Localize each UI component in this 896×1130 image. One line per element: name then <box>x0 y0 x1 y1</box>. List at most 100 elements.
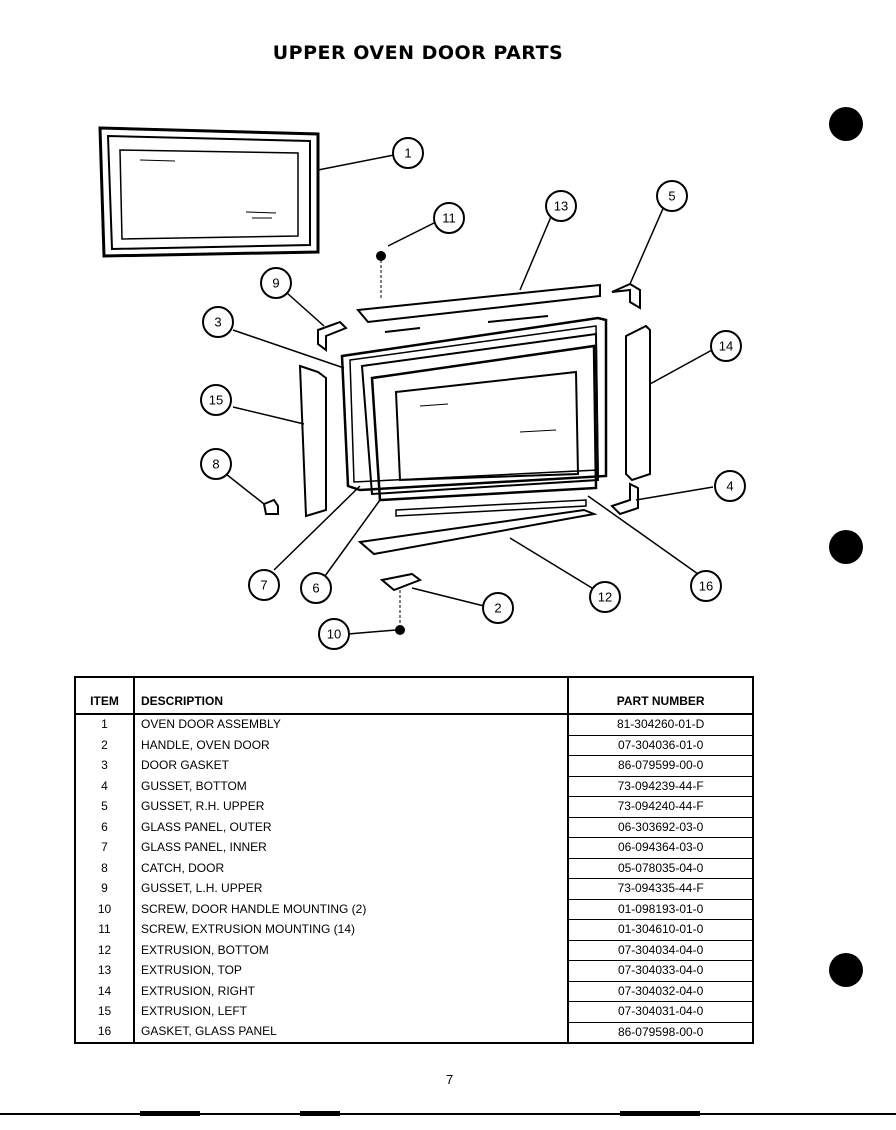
callout-4 <box>714 470 746 502</box>
part-number-cell: 86-079599-00-0 <box>568 755 753 777</box>
rh-upper-gusset-drawing <box>611 282 641 310</box>
callout-label-3: 3 <box>214 315 221 330</box>
part-number-cell: 07-304032-04-0 <box>568 981 753 1002</box>
description-cell: EXTRUSION, RIGHT <box>134 981 570 1002</box>
callout-label-9: 9 <box>272 276 279 291</box>
description-cell: GASKET, GLASS PANEL <box>134 1022 570 1043</box>
description-cell: GLASS PANEL, INNER <box>134 837 570 858</box>
item-cell: 3 <box>75 755 135 776</box>
part-number-cell: 73-094240-44-F <box>568 796 753 818</box>
binder-hole-middle <box>829 530 863 564</box>
callout-label-13: 13 <box>554 199 568 214</box>
glass-panel-outer-drawing <box>370 344 598 502</box>
callout-6 <box>300 572 332 604</box>
callout-16 <box>690 570 722 602</box>
binder-hole-bottom <box>829 953 863 987</box>
page-title: UPPER OVEN DOOR PARTS <box>272 42 564 64</box>
description-cell: EXTRUSION, LEFT <box>134 1001 570 1022</box>
callout-label-11: 11 <box>442 211 456 226</box>
exploded-door-diagram: 1 11 13 5 9 3 14 15 8 4 7 6 16 12 2 10 <box>98 126 746 650</box>
description-cell: OVEN DOOR ASSEMBLY <box>134 714 570 735</box>
callout-1 <box>392 137 424 169</box>
item-cell: 15 <box>75 1001 135 1022</box>
page-number: 7 <box>446 1072 454 1087</box>
description-cell: CATCH, DOOR <box>134 858 570 879</box>
callout-7 <box>248 569 280 601</box>
parts-table-header: ITEM DESCRIPTION PART NUMBER <box>75 677 753 715</box>
column-header-part-number: PART NUMBER <box>568 677 753 715</box>
description-cell: SCREW, DOOR HANDLE MOUNTING (2) <box>134 899 570 920</box>
callout-label-16: 16 <box>699 579 713 594</box>
item-cell: 12 <box>75 940 135 961</box>
oven-door-handle-drawing <box>379 572 423 592</box>
description-cell: GUSSET, R.H. UPPER <box>134 796 570 817</box>
description-cell: GLASS PANEL, OUTER <box>134 817 570 838</box>
item-cell: 10 <box>75 899 135 920</box>
top-extrusion-drawing <box>356 283 601 324</box>
part-number-cell: 81-304260-01-D <box>568 714 753 736</box>
item-cell: 5 <box>75 796 135 817</box>
item-cell: 7 <box>75 837 135 858</box>
description-cell: GUSSET, L.H. UPPER <box>134 878 570 899</box>
description-cell: GUSSET, BOTTOM <box>134 776 570 797</box>
description-cell: DOOR GASKET <box>134 755 570 776</box>
door-gasket-drawing <box>340 316 608 492</box>
part-number-cell: 01-304610-01-0 <box>568 919 753 941</box>
description-cell: SCREW, EXTRUSION MOUNTING (14) <box>134 919 570 940</box>
callout-label-14: 14 <box>719 339 733 354</box>
callout-label-5: 5 <box>668 189 675 204</box>
callout-8 <box>200 448 232 480</box>
oven-door-assembly-drawing <box>98 126 320 258</box>
left-extrusion-drawing <box>298 364 327 518</box>
item-cell: 13 <box>75 960 135 981</box>
bottom-gusset-drawing <box>610 482 639 516</box>
callout-label-7: 7 <box>260 578 267 593</box>
handle-screw-drawing <box>395 625 405 635</box>
callout-2 <box>482 592 514 624</box>
callout-14 <box>710 330 742 362</box>
column-header-description: DESCRIPTION <box>134 677 570 715</box>
callout-label-15: 15 <box>209 393 223 408</box>
callout-13 <box>545 190 577 222</box>
bottom-extrusion-drawing <box>357 508 598 556</box>
extrusion-screw-drawing <box>376 251 386 261</box>
part-number-cell: 07-304036-01-0 <box>568 735 753 756</box>
description-cell: HANDLE, OVEN DOOR <box>134 735 570 756</box>
description-cell: EXTRUSION, TOP <box>134 960 570 981</box>
item-cell: 14 <box>75 981 135 1002</box>
column-header-item: ITEM <box>75 677 135 715</box>
callout-label-10: 10 <box>327 627 341 642</box>
door-catch-drawing <box>262 498 279 515</box>
callout-15 <box>200 384 232 416</box>
item-cell: 11 <box>75 919 135 940</box>
part-number-cell: 86-079598-00-0 <box>568 1022 753 1044</box>
part-number-cell: 07-304033-04-0 <box>568 960 753 982</box>
glass-panel-inner-drawing <box>394 370 580 482</box>
item-cell: 2 <box>75 735 135 756</box>
item-cell: 4 <box>75 776 135 797</box>
item-cell: 6 <box>75 817 135 838</box>
right-extrusion-drawing <box>625 324 651 482</box>
item-cell: 8 <box>75 858 135 879</box>
part-number-cell: 07-304034-04-0 <box>568 940 753 961</box>
callout-label-4: 4 <box>726 479 733 494</box>
glass-panel-gasket-drawing <box>360 332 600 496</box>
callout-11 <box>433 202 465 234</box>
item-cell: 1 <box>75 714 135 735</box>
callout-label-12: 12 <box>598 590 612 605</box>
part-number-cell: 06-303692-03-0 <box>568 817 753 838</box>
part-number-cell: 06-094364-03-0 <box>568 837 753 859</box>
